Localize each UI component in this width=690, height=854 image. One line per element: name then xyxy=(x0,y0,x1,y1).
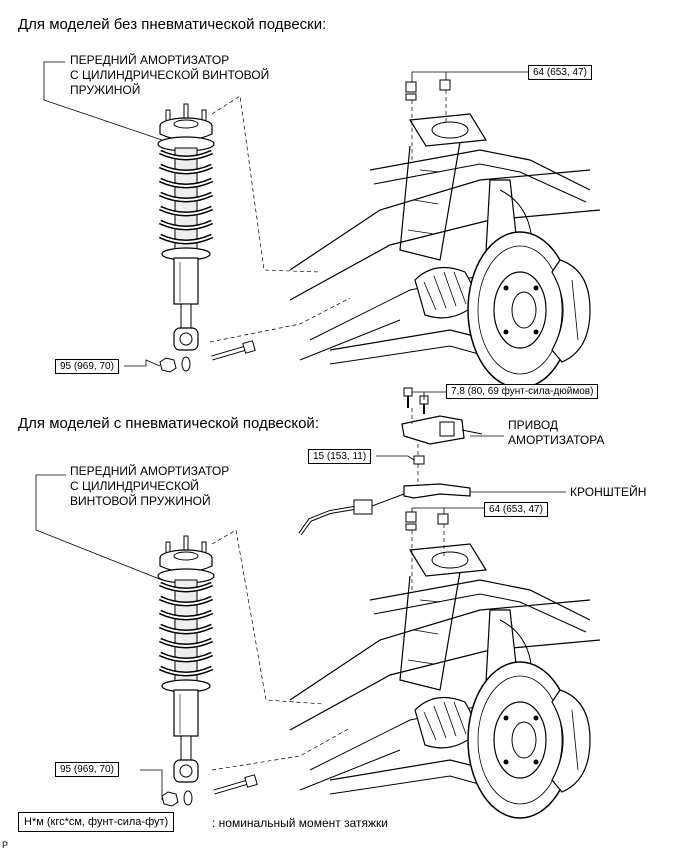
torque-upper-2: 64 (653, 47) xyxy=(484,502,548,517)
page-marker: P xyxy=(2,840,9,850)
bracket-label: КРОНШТЕЙН xyxy=(570,485,647,499)
torque-upper-1: 64 (653, 47) xyxy=(528,65,592,80)
shock-absorber-1 xyxy=(158,104,214,350)
torque-lower-2: 95 (969, 70) xyxy=(55,762,119,777)
section1-heading: Для моделей без пневматической подвески: xyxy=(18,16,327,33)
torque-bracket: 15 (153, 11) xyxy=(308,449,372,464)
dashed-lines-2 xyxy=(211,408,445,771)
wire-harness xyxy=(298,493,405,536)
upper-nuts-1 xyxy=(405,79,451,101)
upper-nuts-2 xyxy=(405,511,449,531)
legend-units-box: Н*м (кгс*см, фунт-сила-фут) xyxy=(18,812,175,832)
torque-lower-1: 95 (969, 70) xyxy=(55,359,119,374)
bracket xyxy=(403,483,471,499)
leader-lines-2 xyxy=(35,391,566,800)
torque-actuator-bolt: 7,8 (80, 69 фунт-сила-дюймов) xyxy=(446,384,599,399)
shock-absorber-2 xyxy=(158,536,214,782)
legend-description: : номинальный момент затяжки xyxy=(212,816,388,830)
shock-label-2: ПЕРЕДНИЙ АМОРТИЗАТОР С ЦИЛИНДРИЧЕСКОЙ ВИ… xyxy=(70,464,230,508)
dashed-lines-1 xyxy=(209,90,447,343)
actuator-label: ПРИВОД АМОРТИЗАТОРА xyxy=(508,418,605,447)
knuckle-assembly-2 xyxy=(289,543,601,819)
leader-lines-1 xyxy=(43,61,528,367)
bracket-nut xyxy=(413,455,425,465)
shock-actuator xyxy=(401,415,483,445)
knuckle-assembly-1 xyxy=(289,113,601,389)
shock-label-1: ПЕРЕДНИЙ АМОРТИЗАТОР С ЦИЛИНДРИЧЕСКОЙ ВИ… xyxy=(70,53,270,97)
section2-heading: Для моделей с пневматической подвеской: xyxy=(18,415,319,432)
